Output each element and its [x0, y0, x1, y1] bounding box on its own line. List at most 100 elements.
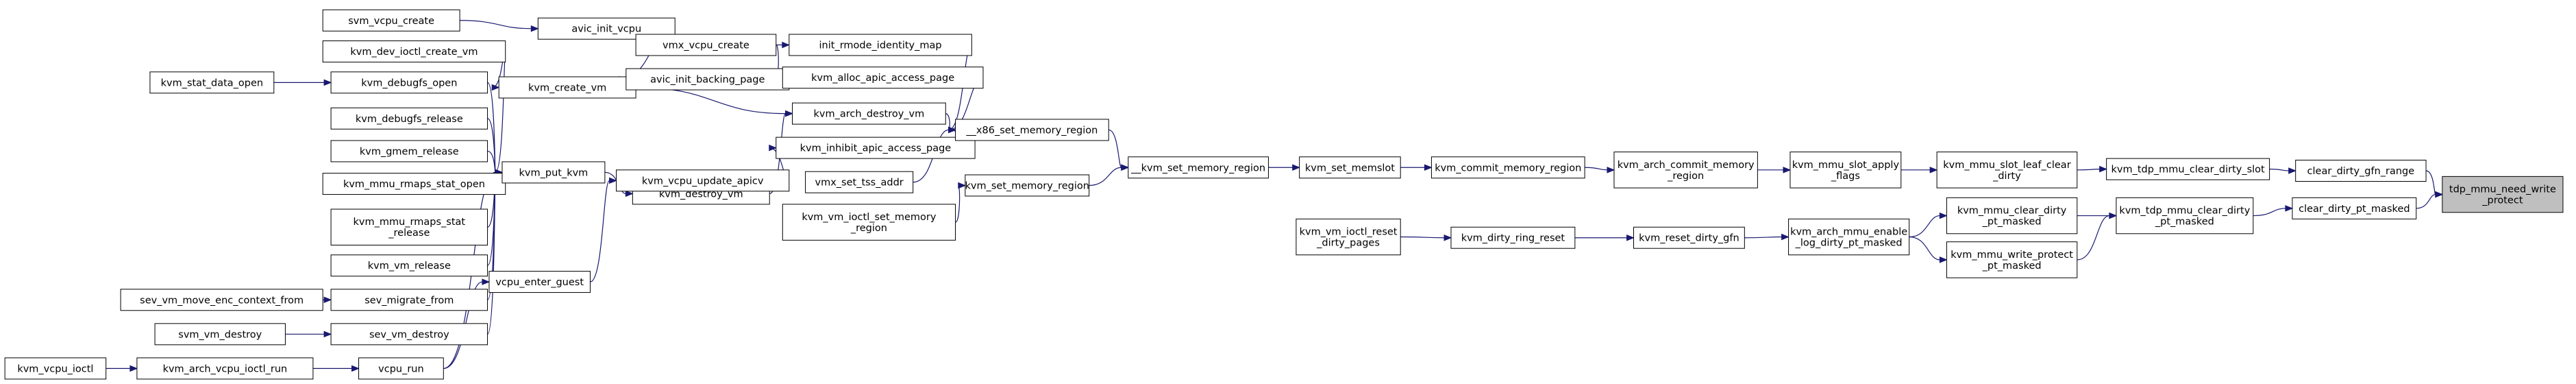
node-kvm-arch-vcpu-ioctl-run[interactable]: kvm_arch_vcpu_ioctl_run: [136, 357, 314, 380]
node-box: [1299, 156, 1401, 179]
edge-x86_set_memory_region-to-__kvm_set_memory_region: [1109, 129, 1130, 171]
node-init-rmode-identity-map[interactable]: init_rmode_identity_map: [789, 34, 972, 56]
node-box: [330, 254, 488, 277]
node-kvm-mmu-slot-leaf-clear-dirty[interactable]: kvm_mmu_slot_leaf_clear_dirty: [1936, 152, 2078, 189]
node-box: [1296, 218, 1401, 256]
node-label: kvm_dirty_ring_reset: [1461, 233, 1565, 244]
node-kvm-create-vm[interactable]: kvm_create_vm: [498, 76, 636, 99]
node-box: [635, 34, 777, 56]
edge-line: [2416, 193, 2436, 209]
edge-__kvm_set_memory_region-to-kvm_set_memslot: [1268, 164, 1301, 171]
node-kvm-dev-ioctl-create-vm[interactable]: kvm_dev_ioctl_create_vm: [322, 40, 506, 63]
node-kvm-put-kvm[interactable]: kvm_put_kvm: [501, 161, 606, 184]
node-kvm-set-memslot[interactable]: kvm_set_memslot: [1299, 156, 1401, 179]
node-kvm-set-memory-region[interactable]: kvm_set_memory_region: [965, 174, 1090, 197]
node-box: [2295, 160, 2427, 182]
node-tdp-need-write-protect[interactable]: tdp_mmu_need_write_protect: [2442, 176, 2564, 213]
node-kvm-tdp-mmu-clear-dirty-pt-masked[interactable]: kvm_tdp_mmu_clear_dirty_pt_masked: [2116, 197, 2254, 235]
node-x86-set-memory-region[interactable]: __x86_set_memory_region: [955, 119, 1109, 141]
edge-kvm_reset_dirty_gfn-to-kvm_arch_mmu_enable_log_dirty_pt_masked: [1744, 233, 1789, 241]
node-kvm-mmu-rmaps-stat-release[interactable]: kvm_mmu_rmaps_stat_release: [330, 208, 488, 245]
node-kvm-mmu-write-protect-pt-masked[interactable]: kvm_mmu_write_protect_pt_masked: [1946, 241, 2078, 278]
node-vcpu-run[interactable]: vcpu_run: [358, 357, 444, 380]
node-kvm-vm-ioctl-reset-dirty-pages[interactable]: kvm_vm_ioctl_reset_dirty_pages: [1296, 218, 1401, 256]
edge-sev_vm_move_enc_context_from-to-sev_migrate_from: [323, 296, 332, 304]
node-clear-dirty-pt-masked[interactable]: clear_dirty_pt_masked: [2292, 197, 2417, 219]
node-kvm-arch-mmu-enable-log-dirty-pt-masked[interactable]: kvm_arch_mmu_enable_log_dirty_pt_masked: [1788, 218, 1910, 256]
node-clear-dirty-gfn-range[interactable]: clear_dirty_gfn_range: [2295, 160, 2427, 182]
node-label: kvm_arch_mmu_enable: [1790, 227, 1907, 238]
edge-kvm_vcpu_ioctl-to-kvm_arch_vcpu_ioctl_run: [106, 365, 138, 372]
node-kvm-vm-ioctl-set-memory-region[interactable]: kvm_vm_ioctl_set_memory_region: [782, 204, 956, 241]
node-kvm-mmu-clear-dirty-pt-masked[interactable]: kvm_mmu_clear_dirty_pt_masked: [1946, 197, 2078, 235]
node-sev-vm-destroy[interactable]: sev_vm_destroy: [330, 323, 488, 346]
node-label: kvm_mmu_slot_leaf_clear: [1943, 160, 2070, 171]
edge-vcpu_enter_guest-to-kvm_vcpu_update_apicv: [590, 177, 617, 283]
node-vmx-vcpu-create[interactable]: vmx_vcpu_create: [635, 34, 777, 56]
node-kvm-stat-data-open[interactable]: kvm_stat_data_open: [149, 71, 275, 94]
node-label: clear_dirty_gfn_range: [2307, 166, 2415, 177]
node-label: kvm_mmu_slot_apply: [1792, 160, 1900, 171]
node-kvm-mmu-rmaps-stat-open[interactable]: kvm_mmu_rmaps_stat_open: [322, 173, 506, 195]
node-kvm-vm-release[interactable]: kvm_vm_release: [330, 254, 488, 277]
node-label: __x86_set_memory_region: [965, 125, 1098, 136]
arrow-head: [1607, 167, 1615, 173]
node-kvm-mmu-slot-apply-flags[interactable]: kvm_mmu_slot_apply_flags: [1789, 152, 1902, 189]
arrow-head: [609, 177, 617, 184]
node-label: kvm_destroy_vm: [659, 189, 743, 200]
arrow-head: [323, 296, 332, 304]
node-kvm-arch-commit-memory-region[interactable]: kvm_arch_commit_memory_region: [1613, 152, 1758, 189]
node-kvm-dirty-ring-reset[interactable]: kvm_dirty_ring_reset: [1450, 226, 1576, 249]
node-label: kvm_arch_vcpu_ioctl_run: [163, 363, 288, 374]
node-kvm-commit-memory-region[interactable]: kvm_commit_memory_region: [1431, 156, 1585, 179]
node---kvm-set-memory-region[interactable]: __kvm_set_memory_region: [1128, 156, 1269, 179]
node-label: kvm_tdp_mmu_clear_dirty_slot: [2111, 165, 2265, 176]
node-label: _pt_masked: [1982, 217, 2042, 228]
node-label: kvm_set_memory_region: [965, 180, 1089, 191]
edge-kvm_mmu_write_protect_pt_masked-to-kvm_tdp_mmu_clear_dirty_pt_masked: [2077, 212, 2118, 261]
node-box: [1946, 197, 2078, 235]
node-vcpu-enter-guest[interactable]: vcpu_enter_guest: [488, 271, 591, 293]
edge-line: [1744, 236, 1782, 239]
edge-kvm_set_memory_region-to-__kvm_set_memory_region: [1089, 164, 1130, 187]
node-sev-migrate-from[interactable]: sev_migrate_from: [330, 289, 488, 311]
node-kvm-vcpu-ioctl[interactable]: kvm_vcpu_ioctl: [4, 357, 107, 380]
node-box: [1613, 152, 1758, 189]
node-sev-vm-move-enc-context-from[interactable]: sev_vm_move_enc_context_from: [120, 289, 323, 311]
node-label: sev_migrate_from: [364, 295, 454, 306]
node-kvm-tdp-mmu-clear-dirty-slot[interactable]: kvm_tdp_mmu_clear_dirty_slot: [2106, 158, 2270, 180]
edge-line: [590, 180, 610, 283]
node-kvm-gmem-release[interactable]: kvm_gmem_release: [330, 140, 488, 163]
arrow-head: [323, 331, 332, 338]
node-avic-init-backing-page[interactable]: avic_init_backing_page: [626, 68, 790, 91]
edge-kvm_set_memslot-to-kvm_commit_memory_region: [1400, 164, 1433, 171]
node-box: [120, 289, 323, 311]
arrow-head: [323, 79, 332, 86]
node-kvm-arch-destroy-vm[interactable]: kvm_arch_destroy_vm: [792, 102, 946, 125]
node-kvm-debugfs-open[interactable]: kvm_debugfs_open: [330, 71, 488, 94]
node-label: _release: [388, 228, 430, 239]
node-label: kvm_vm_ioctl_reset: [1300, 227, 1398, 238]
node-svm-vcpu-create[interactable]: svm_vcpu_create: [322, 9, 460, 32]
arrow-head: [129, 365, 138, 372]
node-svm-vm-destroy[interactable]: svm_vm_destroy: [154, 323, 286, 346]
node-label: kvm_stat_data_open: [161, 77, 264, 88]
node-label: kvm_vcpu_update_apicv: [642, 176, 764, 187]
node-vmx-set-tss-addr[interactable]: vmx_set_tss_addr: [805, 171, 914, 193]
node-kvm-debugfs-release[interactable]: kvm_debugfs_release: [330, 107, 488, 130]
edge-kvm_stat_data_open-to-kvm_debugfs_open: [273, 79, 332, 86]
node-label: kvm_commit_memory_region: [1435, 163, 1581, 173]
node-kvm-alloc-apic-access-page[interactable]: kvm_alloc_apic_access_page: [782, 67, 984, 89]
node-kvm-inhibit-apic-access-page[interactable]: kvm_inhibit_apic_access_page: [776, 136, 976, 159]
node-label: _dirty: [1992, 171, 2021, 182]
node-label: kvm_alloc_apic_access_page: [811, 73, 954, 84]
node-kvm-reset-dirty-gfn[interactable]: kvm_reset_dirty_gfn: [1633, 226, 1745, 249]
node-label: kvm_gmem_release: [360, 146, 459, 157]
node-kvm-vcpu-update-apicv[interactable]: kvm_vcpu_update_apicv: [616, 169, 790, 192]
node-label: vmx_vcpu_create: [662, 40, 750, 51]
edge-vmx_vcpu_create-to-init_rmode_identity_map: [776, 41, 791, 49]
node-box: [330, 71, 488, 94]
node-label: kvm_arch_commit_memory: [1618, 160, 1755, 171]
node-box: [2442, 176, 2564, 213]
